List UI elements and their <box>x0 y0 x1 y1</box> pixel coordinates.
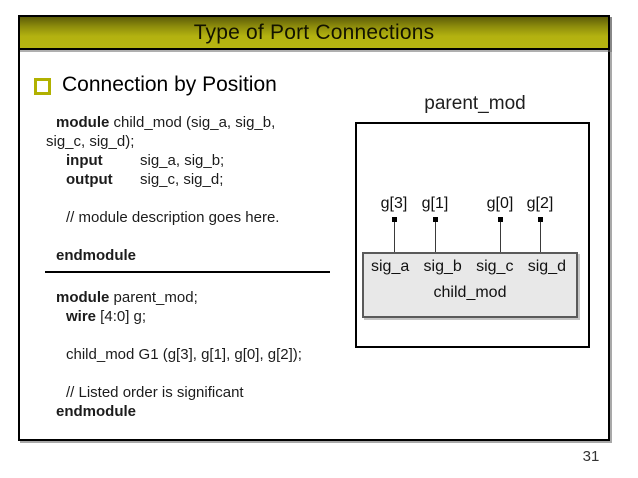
code-token: sig_a, sig_b; <box>140 152 225 169</box>
code-token: output <box>66 171 113 188</box>
code-line: // Listed order is significant <box>46 383 356 402</box>
code-token: endmodule <box>56 247 137 264</box>
wire-dot <box>498 217 503 222</box>
code-line: input sig_a, sig_b; <box>46 151 356 170</box>
code-line: endmodule <box>46 402 356 421</box>
code-line: child_mod G1 (g[3], g[1], g[0], g[2]); <box>46 345 356 364</box>
code-token: child_mod (sig_a, sig_b, <box>109 114 276 131</box>
code-line <box>46 364 356 383</box>
port-label: sig_d <box>527 258 566 275</box>
code-line: module child_mod (sig_a, sig_b, <box>46 113 356 132</box>
parent-mod-label: parent_mod <box>424 93 526 114</box>
child-mod-box: sig_a sig_b sig_c sig_d child_mod <box>362 252 578 318</box>
wire-line <box>540 222 541 252</box>
wire-label: g[2] <box>526 195 554 212</box>
code-block-child-mod: module child_mod (sig_a, sig_b,sig_c, si… <box>46 113 356 265</box>
code-token: sig_c, sig_d; <box>140 171 224 188</box>
title-bar: Type of Port Connections <box>18 15 610 50</box>
wire-dot <box>538 217 543 222</box>
code-line <box>46 189 356 208</box>
code-line: endmodule <box>46 246 356 265</box>
wire-dot <box>392 217 397 222</box>
bullet-heading: Connection by Position <box>34 73 277 97</box>
code-block-parent-mod: module parent_mod;wire [4:0] g; child_mo… <box>46 288 356 421</box>
port-label: sig_a <box>371 258 410 275</box>
page-number: 31 <box>582 448 600 465</box>
wire-line <box>394 222 395 252</box>
ports-row: sig_a sig_b sig_c sig_d <box>364 254 576 276</box>
wire-line <box>500 222 501 252</box>
code-token: parent_mod; <box>109 289 198 306</box>
code-token: // module description goes here. <box>66 209 280 226</box>
code-separator-line <box>45 271 330 273</box>
port-label: sig_c <box>476 258 514 275</box>
wire-label: g[1] <box>421 195 449 212</box>
code-line <box>46 227 356 246</box>
wire-line <box>435 222 436 252</box>
code-line: wire [4:0] g; <box>46 307 356 326</box>
wire-label: g[3] <box>380 195 408 212</box>
code-token: input <box>66 152 103 169</box>
code-line <box>46 326 356 345</box>
code-token: module <box>56 289 110 306</box>
child-mod-label: child_mod <box>433 284 507 301</box>
square-bullet-icon <box>34 77 51 95</box>
code-token: sig_c, sig_d); <box>46 133 135 150</box>
code-token: child_mod G1 (g[3], g[1], g[0], g[2]); <box>66 346 302 363</box>
code-line: sig_c, sig_d); <box>46 132 356 151</box>
code-line: module parent_mod; <box>46 288 356 307</box>
code-token: // Listed order is significant <box>66 384 244 401</box>
parent-mod-box: g[3] g[1] g[0] g[2] sig_a sig_b sig_c sig_d ch… <box>355 122 590 348</box>
port-label: sig_b <box>423 258 462 275</box>
slide-title: Type of Port Connections <box>193 20 435 44</box>
wire-label: g[0] <box>486 195 514 212</box>
code-token: module <box>56 114 110 131</box>
code-token: wire <box>66 308 97 325</box>
code-line: output sig_c, sig_d; <box>46 170 356 189</box>
heading-label: Connection by Position <box>62 73 277 96</box>
code-line: // module description goes here. <box>46 208 356 227</box>
slide-frame: Type of Port Connections Connection by P… <box>18 15 610 441</box>
wire-dot <box>433 217 438 222</box>
code-token: endmodule <box>56 403 137 420</box>
code-token: [4:0] g; <box>96 308 147 325</box>
